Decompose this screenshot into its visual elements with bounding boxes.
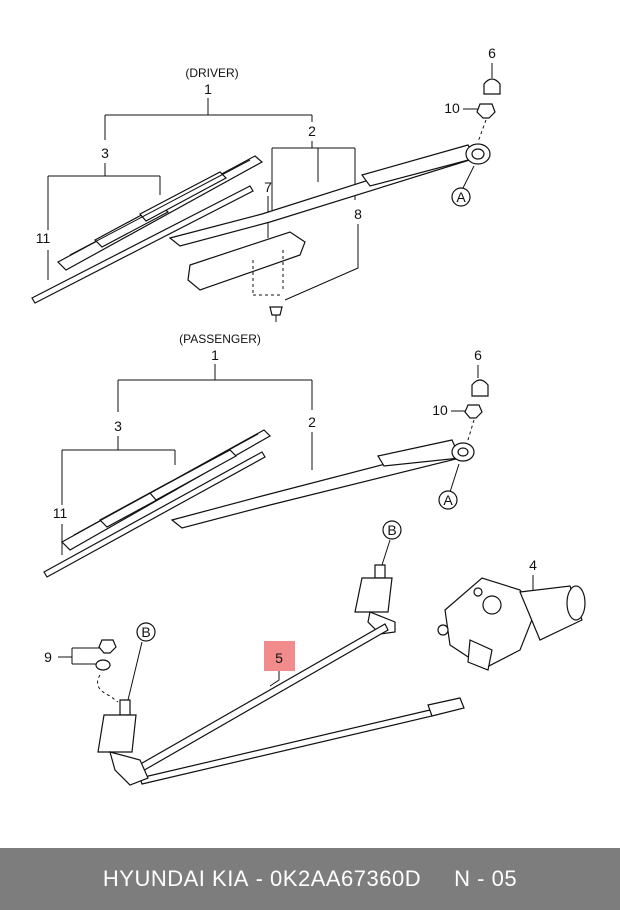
- callout-passenger-3: 3: [114, 418, 122, 434]
- driver-nut: [476, 103, 496, 119]
- leader-driver-8: [284, 224, 359, 301]
- wiper-parts-diagram: (DRIVER) 1 3 2 7 8 11 6 10: [31, 45, 586, 786]
- linkage-left-washer: [95, 659, 111, 671]
- callout-passenger-11: 11: [53, 505, 68, 521]
- leader-passenger-A: [449, 463, 460, 493]
- linkage-left-nut: [98, 639, 117, 654]
- callout-linkage-5: 5: [275, 650, 283, 666]
- linkage-left-dash: [97, 674, 119, 703]
- leader-passenger-1: [117, 364, 313, 412]
- callout-driver-1: 1: [204, 81, 212, 97]
- linkage-left-pivot: [97, 699, 149, 786]
- callout-linkage-4: 4: [529, 557, 537, 573]
- wiper-motor: [437, 577, 586, 671]
- driver-cap: [483, 78, 501, 95]
- passenger-nut-dash: [467, 419, 475, 441]
- linkage-right-pivot: [354, 564, 396, 635]
- callout-driver-11: 11: [36, 230, 51, 246]
- passenger-blade-refill: [43, 451, 266, 578]
- callout-linkage-B-left: B: [141, 624, 150, 640]
- leader-linkage-5: [269, 671, 280, 687]
- callout-passenger-1: 1: [211, 347, 219, 363]
- linkage-ref-circle-b-left: [136, 622, 156, 642]
- driver-blade-refill: [31, 185, 254, 304]
- callout-passenger-A: A: [443, 492, 453, 508]
- callout-driver-8: 8: [354, 206, 362, 222]
- leader-driver-2: [271, 141, 356, 210]
- part-number-banner: HYUNDAI KIA - 0K2AA67360D N - 05: [0, 848, 620, 910]
- driver-wiper-arm: [168, 143, 491, 247]
- footer-separator: -: [248, 866, 271, 891]
- callout-driver-2: 2: [308, 123, 316, 139]
- linkage-ref-circle-b-right: [382, 520, 402, 540]
- driver-ref-circle-a: [451, 187, 471, 207]
- callout-driver-3: 3: [101, 145, 109, 161]
- callout-passenger-6: 6: [474, 347, 482, 363]
- callout-driver-7: 7: [264, 179, 272, 195]
- callout-linkage-9: 9: [44, 649, 52, 665]
- passenger-cap: [471, 379, 489, 397]
- callout-driver-A: A: [456, 189, 466, 205]
- leader-linkage-B-right: [381, 539, 391, 566]
- callout-passenger-10: 10: [432, 402, 448, 418]
- callout-driver-6: 6: [488, 45, 496, 61]
- passenger-wiper-blade: [61, 429, 271, 551]
- highlight-box-5: [264, 641, 295, 671]
- passenger-header: (PASSENGER): [179, 332, 261, 346]
- leader-driver-A: [462, 165, 475, 189]
- footer-spacer: [421, 866, 454, 892]
- leader-passenger-3: [62, 436, 176, 465]
- leader-driver-1: [104, 98, 313, 140]
- callout-passenger-2: 2: [308, 414, 316, 430]
- driver-nut-dash: [477, 119, 487, 143]
- callout-linkage-B-right: B: [387, 522, 396, 538]
- leader-linkage-9: [58, 647, 100, 665]
- leader-linkage-B-left: [127, 641, 143, 701]
- passenger-nut: [464, 404, 483, 419]
- footer-code: N - 05: [454, 866, 518, 891]
- passenger-ref-circle-a: [438, 490, 458, 510]
- passenger-wiper-arm: [170, 439, 475, 529]
- driver-screw: [269, 306, 283, 322]
- driver-header: (DRIVER): [185, 66, 238, 80]
- footer-part-number: 0K2AA67360D: [270, 866, 422, 891]
- leader-driver-3: [48, 163, 161, 195]
- driver-arm-cover: [187, 231, 306, 291]
- driver-cover-clip-outline: [252, 250, 284, 296]
- footer-brand: HYUNDAI KIA: [102, 866, 249, 891]
- callout-driver-10: 10: [444, 100, 460, 116]
- linkage-drive-rod: [139, 697, 465, 785]
- driver-wiper-blade: [57, 155, 264, 271]
